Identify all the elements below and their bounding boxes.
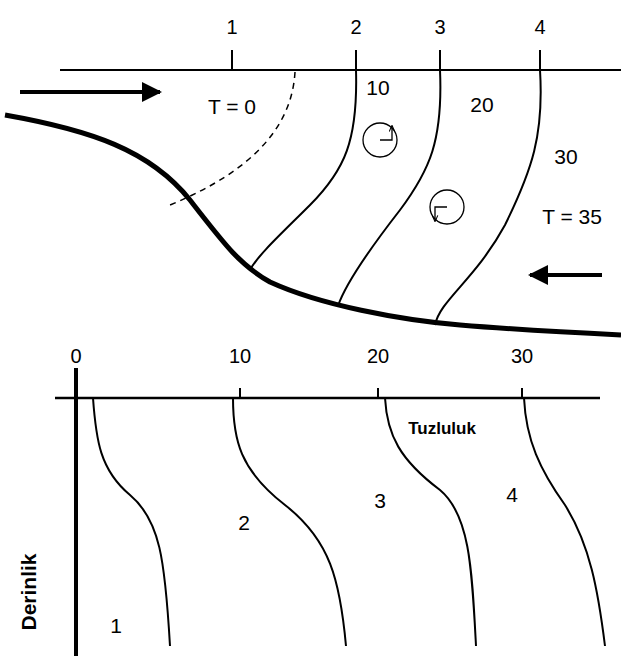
isohaline-value: 20: [470, 94, 493, 115]
station-number: 1: [226, 17, 237, 37]
salinity-axis: [55, 397, 600, 400]
axis-tick: [377, 388, 379, 398]
station-number: 2: [350, 17, 361, 37]
salinity-profile: [93, 398, 170, 646]
eddy-arrow: [435, 207, 447, 221]
salinity-profile: [524, 398, 605, 646]
water-surface: [60, 69, 621, 71]
mixing-eddy: [363, 123, 397, 157]
salinity-label: T = 0: [208, 96, 256, 117]
profile-number: 4: [506, 484, 518, 505]
axis-tick-label: 10: [229, 346, 251, 366]
axis-title: Tuzluluk: [408, 420, 476, 437]
profile-number: 3: [374, 490, 386, 511]
station-number: 3: [434, 17, 445, 37]
estuary-bottom: [5, 115, 621, 335]
salinity-label: T = 35: [542, 206, 602, 227]
axis-title: Derinlik: [18, 553, 39, 630]
profile-number: 1: [110, 615, 122, 636]
river-flow-arrow: [20, 90, 160, 94]
isohaline: [338, 70, 440, 306]
profile-number: 2: [238, 512, 250, 533]
isohaline-value: 30: [554, 146, 577, 167]
depth-axis: [74, 368, 78, 656]
eddy-arrow: [380, 126, 392, 140]
axis-tick-label: 30: [511, 346, 533, 366]
axis-tick: [239, 388, 241, 398]
salinity-profile: [233, 398, 346, 646]
salinity-profile: [385, 398, 476, 646]
isohaline: [250, 70, 356, 270]
station-tick: [231, 50, 233, 70]
mixing-eddy: [430, 190, 464, 224]
station-tick: [439, 50, 441, 70]
station-tick: [355, 50, 357, 70]
axis-tick-label: 0: [70, 346, 81, 366]
isohaline: [435, 70, 541, 325]
sea-flow-arrow: [530, 273, 602, 277]
salt-front: [170, 72, 295, 205]
station-number: 4: [534, 17, 545, 37]
axis-tick: [521, 388, 523, 398]
station-tick: [539, 50, 541, 70]
axis-tick-label: 20: [367, 346, 389, 366]
isohaline-value: 10: [366, 77, 389, 98]
